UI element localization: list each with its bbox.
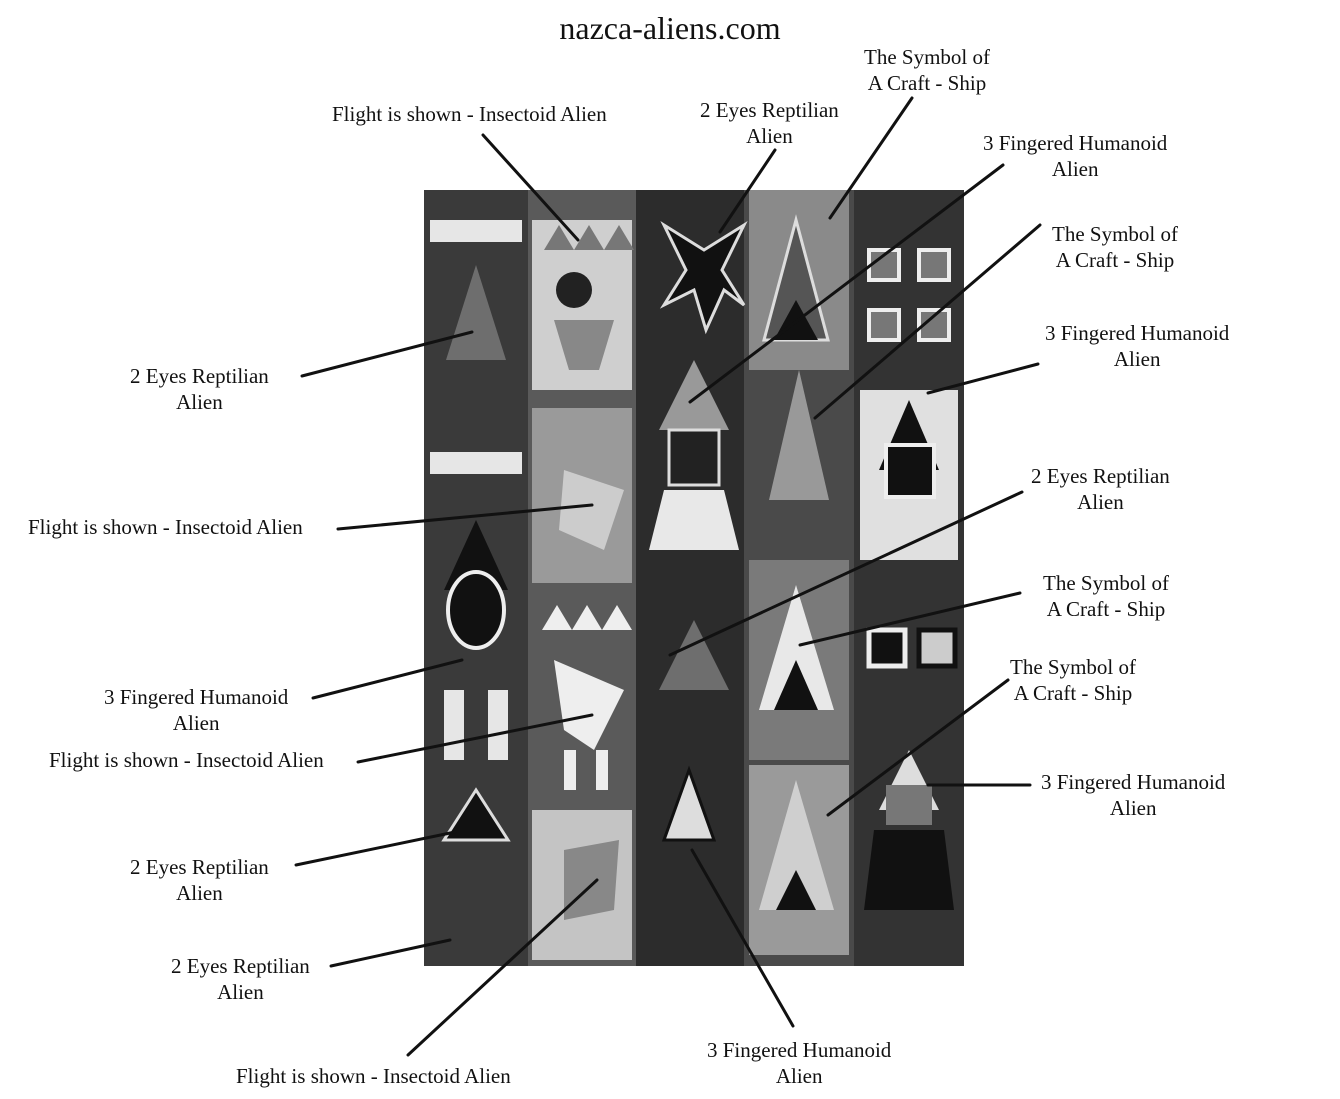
- callout-line: Alien: [746, 124, 793, 148]
- textile-photo: [424, 190, 964, 966]
- callout-line: The Symbol of: [1010, 655, 1136, 679]
- callout-line: Flight is shown - Insectoid Alien: [49, 748, 324, 772]
- callout-line: Alien: [1051, 157, 1099, 181]
- callout-line: Alien: [1113, 347, 1161, 371]
- callout-line: The Symbol of: [1043, 571, 1169, 595]
- callout-line: Flight is shown - Insectoid Alien: [332, 102, 607, 126]
- callout-label: Flight is shown - Insectoid Alien: [28, 514, 303, 540]
- callout-label: Flight is shown - Insectoid Alien: [236, 1063, 511, 1089]
- callout-line: Alien: [217, 980, 264, 1004]
- callout-line: 2 Eyes Reptilian: [130, 855, 269, 879]
- callout-line: A Craft - Ship: [1046, 597, 1166, 621]
- callout-line: A Craft - Ship: [1055, 248, 1175, 272]
- callout-line: Alien: [1077, 490, 1124, 514]
- callout-line: The Symbol of: [864, 45, 990, 69]
- callout-line: 2 Eyes Reptilian: [130, 364, 269, 388]
- callout-line: A Craft - Ship: [1013, 681, 1133, 705]
- callout-line: The Symbol of: [1052, 222, 1178, 246]
- callout-line: 3 Fingered Humanoid: [707, 1038, 892, 1062]
- callout-line: Alien: [775, 1064, 823, 1088]
- callout-line: Flight is shown - Insectoid Alien: [236, 1064, 511, 1088]
- callout-label: Flight is shown - Insectoid Alien: [332, 101, 607, 127]
- callout-line: Alien: [176, 390, 223, 414]
- callout-label: Flight is shown - Insectoid Alien: [49, 747, 324, 773]
- callout-line: 2 Eyes Reptilian: [1031, 464, 1170, 488]
- callout-line: Alien: [1109, 796, 1157, 820]
- site-title: nazca-aliens.com: [559, 10, 781, 46]
- callout-line: 3 Fingered Humanoid: [983, 131, 1168, 155]
- callout-line: 3 Fingered Humanoid: [104, 685, 289, 709]
- callout-line: Alien: [172, 711, 220, 735]
- callout-line: Alien: [176, 881, 223, 905]
- textile-illustration: [424, 190, 964, 966]
- callout-line: 3 Fingered Humanoid: [1041, 770, 1226, 794]
- callout-line: 2 Eyes Reptilian: [171, 954, 310, 978]
- callout-line: 3 Fingered Humanoid: [1045, 321, 1230, 345]
- callout-line: 2 Eyes Reptilian: [700, 98, 839, 122]
- callout-line: A Craft - Ship: [867, 71, 987, 95]
- callout-line: Flight is shown - Insectoid Alien: [28, 515, 303, 539]
